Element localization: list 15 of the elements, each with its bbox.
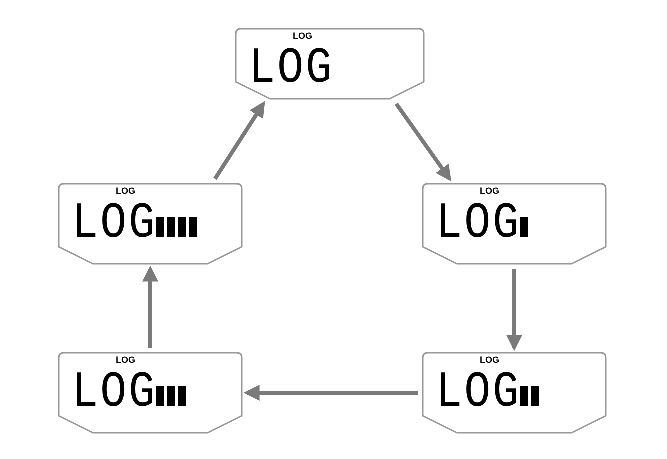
lcd-readout: LOG bbox=[436, 199, 522, 250]
arrow bbox=[394, 102, 452, 182]
lcd-readout: LOG bbox=[249, 44, 334, 95]
mode-indicator: LOG bbox=[480, 356, 500, 365]
mode-indicator: LOG bbox=[293, 32, 312, 41]
lcd-readout: LOG bbox=[72, 368, 158, 419]
arrow bbox=[214, 101, 266, 180]
arrow bbox=[506, 269, 522, 352]
lcd-readout: LOG bbox=[72, 199, 158, 250]
mode-indicator: LOG bbox=[116, 356, 136, 365]
lcd-readout: LOG bbox=[436, 368, 522, 419]
arrow bbox=[244, 385, 418, 401]
mode-indicator: LOG bbox=[480, 187, 500, 196]
mode-indicator: LOG bbox=[116, 187, 136, 196]
arrow bbox=[142, 266, 158, 348]
